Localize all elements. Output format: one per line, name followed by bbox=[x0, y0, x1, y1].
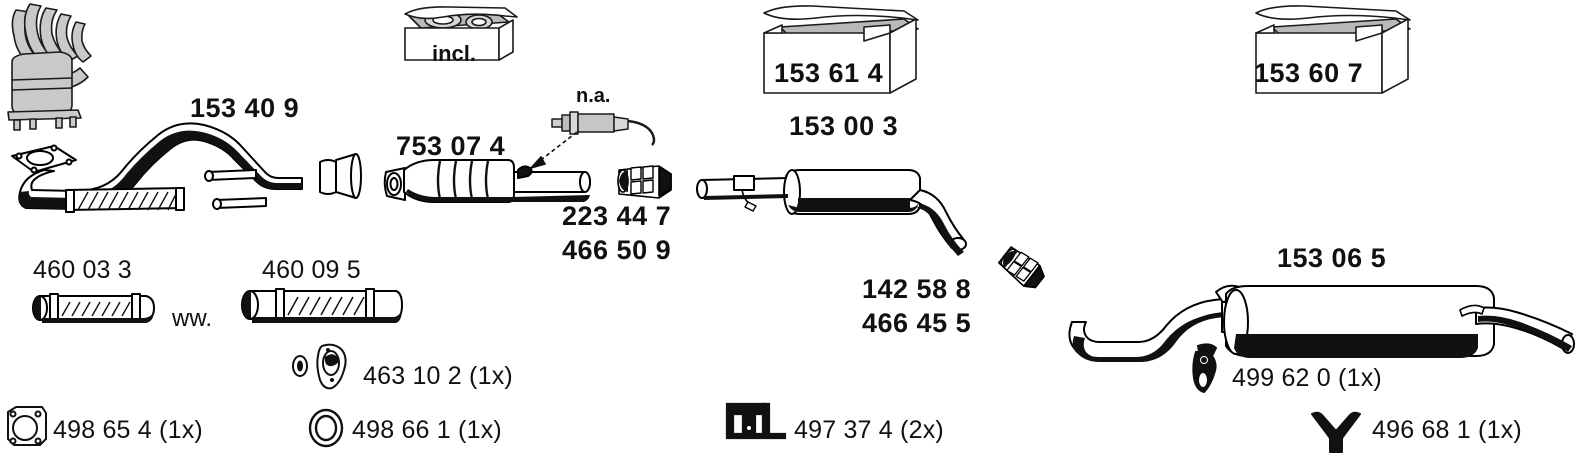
part-label-142-58-8: 142 58 8 bbox=[862, 274, 972, 304]
part-label-153-00-3: 153 00 3 bbox=[789, 111, 899, 141]
ww-label: ww. bbox=[172, 305, 213, 332]
parts-box-153-61-4-graphic bbox=[748, 5, 923, 110]
included-parts-box-graphic bbox=[395, 6, 520, 68]
part-label-466-45-5: 466 45 5 bbox=[862, 308, 972, 338]
part-label-153-06-5: 153 06 5 bbox=[1277, 243, 1387, 273]
exhaust-manifold-with-catalyst-graphic bbox=[0, 0, 115, 135]
catalytic-converter-graphic bbox=[382, 158, 602, 216]
flexible-pipe-large-graphic bbox=[236, 283, 406, 335]
part-label-153-60-7: 153 60 7 bbox=[1254, 58, 1364, 88]
exhaust-pipe-clamp-b-graphic bbox=[995, 246, 1045, 298]
exhaust-hanger-499-62-0-graphic bbox=[1188, 342, 1230, 396]
rear-silencer-graphic bbox=[1030, 272, 1596, 382]
part-label-463-10-2: 463 10 2 (1x) bbox=[363, 362, 513, 390]
exhaust-gasket-463-10-2-graphic bbox=[288, 340, 358, 390]
rubber-mount-bracket-graphic bbox=[725, 400, 789, 446]
parts-box-153-60-7-graphic bbox=[1240, 5, 1415, 110]
sensor-pointer-arrow bbox=[515, 128, 585, 178]
part-label-496-68-1: 496 68 1 (1x) bbox=[1372, 416, 1522, 444]
ring-gasket-graphic bbox=[305, 406, 349, 450]
incl-label: incl. bbox=[432, 41, 477, 66]
flexible-pipe-small-graphic bbox=[28, 288, 158, 333]
front-exhaust-pipe-graphic bbox=[4, 122, 374, 220]
exhaust-hanger-496-68-1-graphic bbox=[1308, 410, 1364, 453]
part-label-223-44-7: 223 44 7 bbox=[562, 201, 672, 231]
part-label-753-07-4: 753 07 4 bbox=[396, 131, 506, 161]
exhaust-pipe-clamp-a-graphic bbox=[615, 164, 675, 199]
part-label-499-62-0: 499 62 0 (1x) bbox=[1232, 364, 1382, 392]
part-label-460-03-3: 460 03 3 bbox=[33, 256, 132, 284]
part-label-153-40-9: 153 40 9 bbox=[190, 93, 300, 123]
part-label-497-37-4: 497 37 4 (2x) bbox=[794, 416, 944, 444]
part-label-498-66-1: 498 66 1 (1x) bbox=[352, 416, 502, 444]
square-flange-gasket-graphic bbox=[4, 404, 50, 452]
part-label-460-09-5: 460 09 5 bbox=[262, 256, 361, 284]
na-label: n.a. bbox=[576, 85, 611, 107]
part-label-498-65-4: 498 65 4 (1x) bbox=[53, 416, 203, 444]
lambda-oxygen-sensor-graphic bbox=[548, 107, 668, 149]
part-label-466-50-9: 466 50 9 bbox=[562, 235, 672, 265]
centre-silencer-graphic bbox=[692, 168, 1022, 278]
part-label-153-61-4: 153 61 4 bbox=[774, 58, 884, 88]
